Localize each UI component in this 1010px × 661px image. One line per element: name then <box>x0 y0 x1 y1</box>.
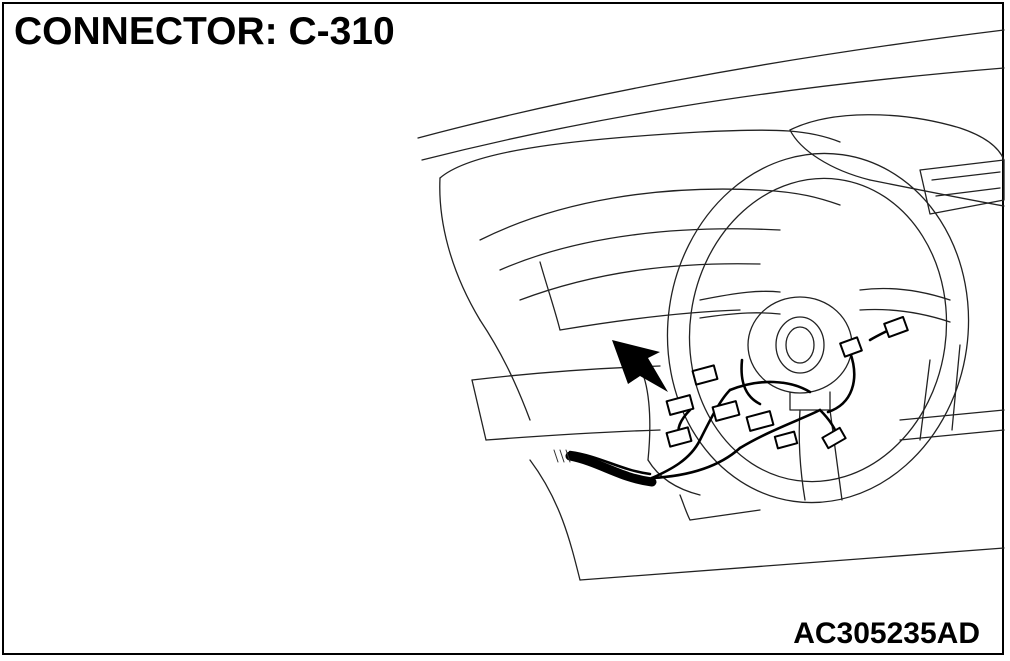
wiring-harness <box>553 324 898 487</box>
steering-wheel <box>666 152 970 504</box>
lower-dash <box>471 344 1005 581</box>
windshield-lines <box>417 29 1005 161</box>
connector-title: CONNECTOR: C-310 <box>14 10 395 53</box>
air-vent <box>919 159 1005 215</box>
connectors <box>665 316 909 450</box>
instrument-hood <box>479 188 841 331</box>
arrow-icon <box>612 340 668 392</box>
clock-spring <box>747 296 853 411</box>
figure-id: AC305235AD <box>793 617 980 650</box>
